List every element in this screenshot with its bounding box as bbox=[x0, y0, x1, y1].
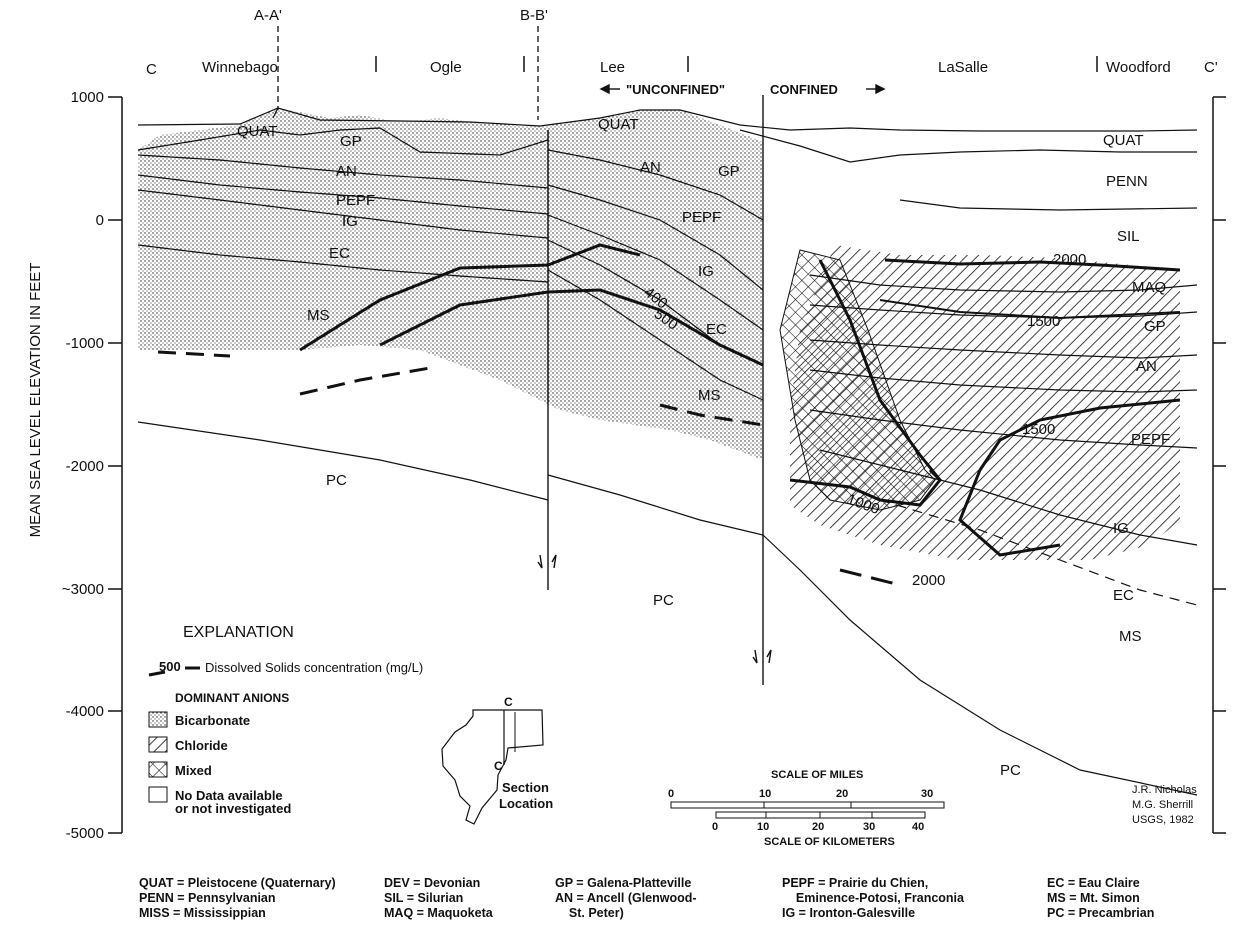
abbrev-legend-col-3: GP = Galena-Platteville AN = Ancell (Gle… bbox=[555, 876, 697, 921]
chloride-label: Chloride bbox=[175, 738, 228, 753]
unit-label-penn: PENN bbox=[1106, 173, 1148, 190]
anions-title: DOMINANT ANIONS bbox=[175, 691, 289, 705]
unit-label-pc-west: PC bbox=[326, 472, 347, 489]
bicarbonate-label: Bicarbonate bbox=[175, 713, 250, 728]
explanation-title: EXPLANATION bbox=[183, 624, 294, 641]
contour-sample-text: Dissolved Solids concentration (mg/L) bbox=[205, 660, 423, 675]
unit-label-quat-west: QUAT bbox=[237, 123, 278, 140]
unit-label-maq: MAQ bbox=[1132, 279, 1166, 296]
km-tick-40: 40 bbox=[912, 821, 924, 833]
unit-label-pepf-east: PEPF bbox=[1131, 431, 1170, 448]
county-lee: Lee bbox=[600, 59, 625, 76]
unit-label-pc-center: PC bbox=[653, 592, 674, 609]
unit-label-sil: SIL bbox=[1117, 228, 1140, 245]
abbrev-legend-col-2: DEV = Devonian SIL = Silurian MAQ = Maqu… bbox=[384, 876, 493, 921]
unit-label-pepf-center: PEPF bbox=[682, 209, 721, 226]
county-boundaries bbox=[376, 56, 1097, 72]
tick-label-minus-1000: -1000 bbox=[66, 335, 104, 352]
contour-label-1500-lower: 1500 bbox=[1022, 421, 1055, 438]
abbrev-legend-col-4: PEPF = Prairie du Chien, Eminence-Potosi… bbox=[782, 876, 964, 921]
credit-line-1: J.R. Nicholas bbox=[1132, 784, 1197, 796]
unit-label-gp-east: GP bbox=[1144, 318, 1166, 335]
unit-label-ec-center: EC bbox=[706, 321, 727, 338]
credit-line-2: M.G. Sherrill bbox=[1132, 799, 1193, 811]
elevation-axis-right bbox=[1213, 97, 1226, 833]
miles-bar bbox=[671, 802, 944, 808]
tick-label-minus-5000: -5000 bbox=[66, 825, 104, 842]
unit-label-pepf-west: PEPF bbox=[336, 192, 375, 209]
miles-tick-30: 30 bbox=[921, 788, 933, 800]
miles-tick-0: 0 bbox=[668, 788, 674, 800]
profile-line-markers bbox=[278, 26, 538, 120]
county-ogle: Ogle bbox=[430, 59, 462, 76]
tick-label-minus-4000: -4000 bbox=[66, 703, 104, 720]
km-tick-20: 20 bbox=[812, 821, 824, 833]
unit-label-ec-west: EC bbox=[329, 245, 350, 262]
location-label-c-prime: C' bbox=[494, 759, 506, 773]
mixed-swatch bbox=[149, 762, 167, 777]
unit-label-gp-west: GP bbox=[340, 133, 362, 150]
section-location-map: C C' Section Location bbox=[442, 695, 553, 824]
credit: J.R. Nicholas M.G. Sherrill USGS, 1982 bbox=[1132, 784, 1197, 826]
abbrev-legend-col-1: QUAT = Pleistocene (Quaternary) PENN = P… bbox=[139, 876, 336, 921]
unit-label-ig-west: IG bbox=[342, 213, 358, 230]
scale-miles-title: SCALE OF MILES bbox=[771, 769, 863, 781]
miles-tick-20: 20 bbox=[836, 788, 848, 800]
unit-label-ig-center: IG bbox=[698, 263, 714, 280]
section-start-label: C bbox=[146, 61, 157, 78]
elevation-axis-left bbox=[108, 97, 122, 833]
axis-title: MEAN SEA LEVEL ELEVATION IN FEET bbox=[27, 263, 44, 538]
explanation: EXPLANATION 500 Dissolved Solids concent… bbox=[149, 624, 423, 816]
tick-label-0: 0 bbox=[96, 212, 104, 229]
unit-label-ig-east: IG bbox=[1113, 520, 1129, 537]
contour-sample-value: 500 bbox=[159, 659, 181, 674]
unit-label-ms-center: MS bbox=[698, 387, 721, 404]
county-winnebago: Winnebago bbox=[202, 59, 278, 76]
miles-tick-10: 10 bbox=[759, 788, 771, 800]
county-woodford: Woodford bbox=[1106, 59, 1171, 76]
contour-label-1500-upper: 1500 bbox=[1027, 313, 1060, 330]
chloride-swatch bbox=[149, 737, 167, 752]
km-tick-10: 10 bbox=[757, 821, 769, 833]
profile-label-b: B-B' bbox=[520, 7, 548, 24]
nodata-label-line2: or not investigated bbox=[175, 801, 291, 816]
unit-label-pc-east: PC bbox=[1000, 762, 1021, 779]
contour-label-2000-upper: 2000 bbox=[1053, 251, 1086, 268]
scale-bars: SCALE OF MILES 0 10 20 30 0 10 20 30 40 … bbox=[668, 769, 944, 848]
tick-label-1000: 1000 bbox=[71, 89, 104, 106]
km-tick-0: 0 bbox=[712, 821, 718, 833]
unit-label-ms-west: MS bbox=[307, 307, 330, 324]
unit-label-an-center: AN bbox=[640, 159, 661, 176]
unit-label-an-west: AN bbox=[336, 163, 357, 180]
unit-label-ms-east: MS bbox=[1119, 628, 1142, 645]
county-lasalle: LaSalle bbox=[938, 59, 988, 76]
unit-label-ec-east: EC bbox=[1113, 587, 1134, 604]
location-caption-2: Location bbox=[499, 796, 553, 811]
unconfined-label: "UNCONFINED" bbox=[626, 82, 725, 97]
nodata-swatch bbox=[149, 787, 167, 802]
location-caption-1: Section bbox=[502, 780, 549, 795]
section-end-label: C' bbox=[1204, 59, 1218, 76]
tick-label-minus-3000: ~3000 bbox=[62, 581, 104, 598]
unit-label-quat-center: QUAT bbox=[598, 116, 639, 133]
profile-label-a: A-A' bbox=[254, 7, 282, 24]
contour-label-2000-lower: 2000 bbox=[912, 572, 945, 589]
abbrev-legend-col-5: EC = Eau Claire MS = Mt. Simon PC = Prec… bbox=[1047, 876, 1154, 921]
unit-label-quat-east: QUAT bbox=[1103, 132, 1144, 149]
scale-km-title: SCALE OF KILOMETERS bbox=[764, 836, 895, 848]
confined-label: CONFINED bbox=[770, 82, 838, 97]
unit-label-gp-center: GP bbox=[718, 163, 740, 180]
mixed-label: Mixed bbox=[175, 763, 212, 778]
unit-label-an-east: AN bbox=[1136, 358, 1157, 375]
bicarbonate-swatch bbox=[149, 712, 167, 727]
credit-line-3: USGS, 1982 bbox=[1132, 814, 1194, 826]
tick-label-minus-2000: -2000 bbox=[66, 458, 104, 475]
location-label-c: C bbox=[504, 695, 513, 709]
km-tick-30: 30 bbox=[863, 821, 875, 833]
